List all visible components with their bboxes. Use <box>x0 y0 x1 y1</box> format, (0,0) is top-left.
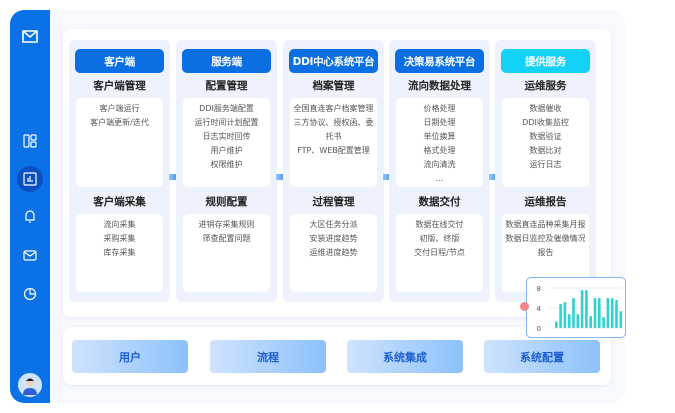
section-box: 客户端运行客户端更新/迭代 <box>76 98 163 187</box>
section-item: 客户端更新/迭代 <box>90 118 149 127</box>
section-item: 运行时间计划配置 <box>194 118 259 127</box>
section-box: 价格处理日期处理单位换算格式处理流向清洗... <box>396 98 483 187</box>
section-box: 进销存采集规则筛查配置问题 <box>183 214 270 292</box>
section-item: 数据在线交付 <box>415 220 464 229</box>
section-title: 客户端采集 <box>93 196 146 208</box>
section-title: 规则配置 <box>205 196 248 208</box>
section-item: 全国直连客户档案管理 <box>293 104 374 113</box>
section-item: 数据催收 <box>529 104 562 113</box>
section-item: DDI收集监控 <box>522 118 569 127</box>
section-title: 客户端管理 <box>93 80 146 92</box>
process-button[interactable]: 流程 <box>210 340 326 373</box>
column-4: 提供服务运维服务数据催收 DDI收集监控数据验证数据比对运行日志运维报告数据直连品… <box>495 40 596 302</box>
bar <box>606 298 610 328</box>
section-title: 运维服务 <box>524 80 567 92</box>
section-box: 数据催收 DDI收集监控数据验证数据比对运行日志 <box>502 98 589 187</box>
users-button[interactable]: 用户 <box>72 340 188 373</box>
bar <box>563 302 567 328</box>
chart-marker-dot <box>520 302 529 311</box>
y-tick-label: 8 <box>537 285 541 293</box>
section-item: 运行日志 <box>529 160 562 169</box>
pie-chart-icon[interactable] <box>18 282 42 306</box>
section-item: 数据直连品种采集月报 <box>505 220 586 229</box>
column-header[interactable]: DDI中心系统平台 <box>289 49 378 73</box>
section-title: 配置管理 <box>205 80 248 92</box>
section-item: 流向清洗 <box>423 160 456 169</box>
y-tick-label: 4 <box>537 305 542 313</box>
section-item: 交付日程/节点 <box>414 248 465 257</box>
section-item: 流向采集 <box>103 220 136 229</box>
column-1: 服务端配置管理 DDI服务端配置运行时间计划配置日志实时回传用户维护权限维护规则配… <box>176 40 277 302</box>
section-item: 运维进度趋势 <box>309 248 358 257</box>
bar-chart: 0 4 8 <box>537 285 623 333</box>
bar <box>576 314 580 328</box>
section-item: 初版、终版 <box>419 234 460 243</box>
bar <box>559 304 562 328</box>
dashboard-icon[interactable] <box>17 166 43 192</box>
section-item: 大区任务分派 <box>309 220 358 229</box>
column-header[interactable]: 决策易系统平台 <box>395 49 484 73</box>
section-title: 过程管理 <box>312 196 355 208</box>
column-header[interactable]: 客户端 <box>75 49 164 73</box>
section-item: ... <box>435 174 444 183</box>
section-item: 三方协议、授权函、委托书 <box>293 118 374 141</box>
section-item: 数据比对 <box>529 146 562 155</box>
section-item: FTP、WEB配置管理 <box>297 146 370 155</box>
section-item: 格式处理 <box>423 146 456 155</box>
column-2: DDI中心系统平台档案管理全国直连客户档案管理三方协议、授权函、委托书 FTP、W… <box>283 40 384 302</box>
mail-icon[interactable] <box>18 243 42 267</box>
section-item: 筛查配置问题 <box>202 234 251 243</box>
section-item: 采购采集 <box>103 234 136 243</box>
system-integration-button[interactable]: 系统集成 <box>347 340 463 373</box>
section-item: 用户维护 <box>210 146 243 155</box>
section-item: 日志实时回传 <box>202 132 251 141</box>
bar <box>615 300 618 328</box>
bar <box>555 321 558 328</box>
section-item: 进销存采集规则 <box>198 220 255 229</box>
column-header[interactable]: 服务端 <box>182 49 271 73</box>
section-box: 全国直连客户档案管理三方协议、授权函、委托书 FTP、WEB配置管理 <box>290 98 377 187</box>
column-0: 客户端客户端管理客户端运行客户端更新/迭代客户端采集流向采集采购采集库存采集 <box>69 40 170 302</box>
section-box: 大区任务分派安装进度趋势运维进度趋势 <box>290 214 377 292</box>
section-item: 数据日监控及催缴情况报告 <box>505 234 586 257</box>
section-item: 单位换算 <box>423 132 456 141</box>
section-title: 流向数据处理 <box>408 80 471 92</box>
bar <box>567 314 571 328</box>
avatar[interactable] <box>18 373 42 397</box>
section-item: DDI服务端配置 <box>199 104 254 113</box>
layout-icon[interactable] <box>18 129 42 153</box>
bar <box>585 290 588 328</box>
section-title: 档案管理 <box>312 80 355 92</box>
column-3: 决策易系统平台流向数据处理价格处理日期处理单位换算格式处理流向清洗... 数据交付… <box>389 40 490 302</box>
bar <box>572 298 575 328</box>
bar <box>602 317 605 328</box>
bar-chart-popup: 0 4 8 <box>526 277 626 338</box>
bar <box>619 311 623 328</box>
section-title: 运维报告 <box>524 196 567 208</box>
y-tick-label: 0 <box>537 325 541 333</box>
bar <box>593 298 597 328</box>
bar <box>589 316 592 328</box>
sidebar <box>10 10 50 403</box>
section-box: 流向采集采购采集库存采集 <box>76 214 163 292</box>
section-item: 客户端运行 <box>99 104 140 113</box>
bell-icon[interactable] <box>18 204 42 228</box>
section-item: 日期处理 <box>423 118 456 127</box>
bar <box>580 290 584 328</box>
column-header[interactable]: 提供服务 <box>501 49 590 73</box>
section-box: 数据在线交付初版、终版交付日程/节点 <box>396 214 483 292</box>
section-box: DDI服务端配置运行时间计划配置日志实时回传用户维护权限维护 <box>183 98 270 187</box>
section-item: 安装进度趋势 <box>309 234 358 243</box>
system-config-button[interactable]: 系统配置 <box>484 340 600 373</box>
bar <box>598 298 601 328</box>
bar <box>610 298 614 328</box>
section-item: 权限维护 <box>210 160 243 169</box>
logo-icon <box>18 24 42 48</box>
section-title: 数据交付 <box>418 196 461 208</box>
section-item: 库存采集 <box>103 248 136 257</box>
section-item: 价格处理 <box>423 104 456 113</box>
section-item: 数据验证 <box>529 132 562 141</box>
